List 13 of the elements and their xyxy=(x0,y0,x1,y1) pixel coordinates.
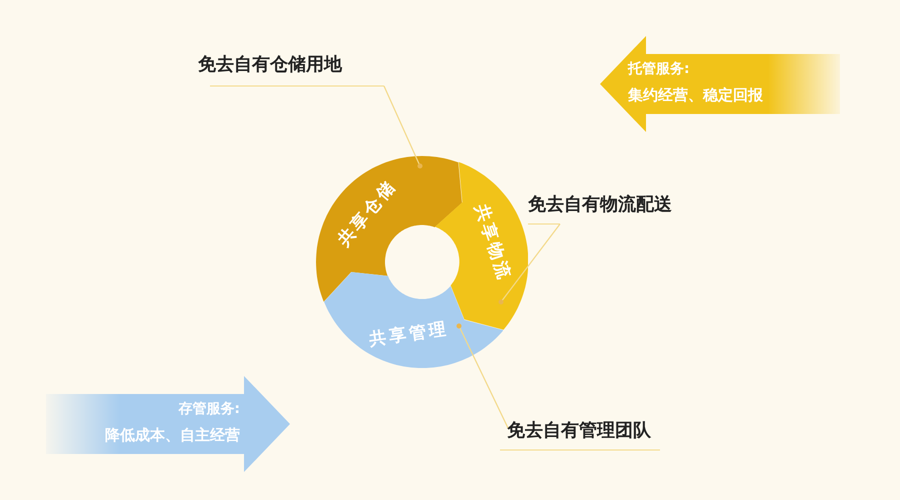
callout-text: 免去自有仓储用地 xyxy=(198,54,342,75)
arrow-text: 降低成本、自主经营 xyxy=(105,426,240,445)
segment-label: 共享仓储 xyxy=(333,175,402,251)
arrow-heading: 托管服务: xyxy=(628,60,690,78)
arrow-heading: 存管服务: xyxy=(178,400,240,418)
leader-line xyxy=(456,324,509,428)
leader-line xyxy=(498,224,560,304)
callout-text: 免去自有管理团队 xyxy=(507,420,651,441)
callout-text: 免去自有物流配送 xyxy=(528,194,672,215)
segment-label: 共享物流 xyxy=(470,201,516,285)
leader-line xyxy=(383,86,422,168)
segment-label: 共享管理 xyxy=(368,318,450,352)
arrow-text: 集约经营、稳定回报 xyxy=(628,86,763,105)
